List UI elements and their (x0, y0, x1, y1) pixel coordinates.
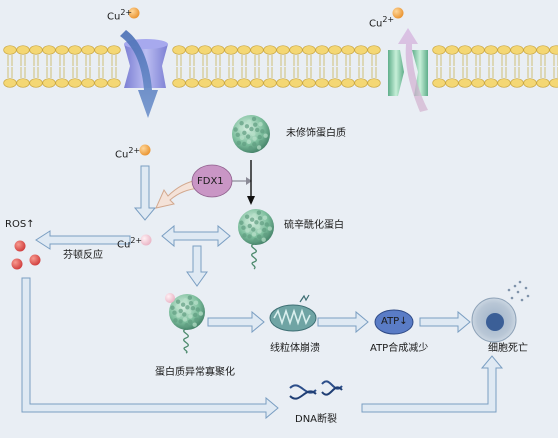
unmodified-protein-label: 未修饰蛋白质 (286, 128, 346, 139)
cu2-label-inside: Cu2+ (115, 145, 140, 161)
dying-cell-icon (471, 280, 530, 343)
cell-death-label: 细胞死亡 (488, 343, 528, 354)
copper-efflux-arrow (398, 28, 428, 112)
arrow-ros-to-dna (21, 277, 279, 420)
charge-text: 2+ (128, 146, 141, 155)
mito-label: 线粒体崩溃 (270, 343, 320, 354)
aggregation-label: 蛋白质异常寡聚化 (155, 367, 235, 378)
arrow-atp-to-death (419, 310, 471, 334)
ros-label: ROS↑ (5, 219, 35, 230)
ros-ion (11, 258, 23, 270)
arrow-fdx1-to-cu1 (155, 179, 201, 209)
copper-influx-arrow (120, 30, 158, 118)
cu2-ion-outside-right (392, 7, 404, 19)
cu-text: Cu (117, 239, 131, 251)
lipoylated-protein-icon (238, 209, 274, 270)
mitochondria-icon (269, 294, 317, 332)
lipoylated-protein-label: 硫辛酰化蛋白 (284, 220, 344, 231)
arrow-dna-to-death (361, 355, 504, 413)
cu-text: Cu (107, 11, 121, 23)
atp-badge-label: ATP↓ (381, 316, 408, 327)
arrow-cu1-to-ros (35, 230, 131, 250)
fenton-label: 芬顿反应 (63, 250, 103, 261)
fdx1-label: FDX1 (197, 176, 224, 187)
fdx1-node (191, 164, 233, 198)
cu1-label: Cu2+ (117, 235, 142, 251)
cu2-label-top-right: Cu2+ (369, 14, 394, 30)
arrow-aggregation-to-mito (207, 310, 265, 334)
ros-ion (14, 240, 26, 252)
cu-text: Cu (369, 18, 383, 30)
dna-label: DNA断裂 (295, 414, 338, 425)
cu2-label-top-left: Cu2+ (107, 7, 132, 23)
atp-label: ATP合成减少 (370, 343, 429, 354)
unmodified-protein-icon (232, 115, 270, 153)
arrow-cu1-lipoylated (161, 224, 231, 248)
ros-ion (29, 254, 41, 266)
aggregated-protein-icon (165, 293, 205, 354)
charge-text: 2+ (120, 8, 133, 17)
cu2-ion-outside-left (128, 7, 140, 19)
cu2-ion-inside (139, 144, 151, 156)
charge-text: 2+ (130, 236, 143, 245)
arrow-mito-to-atp (317, 310, 369, 334)
dna-icon (289, 380, 343, 400)
arrow-cu2-to-cu1 (133, 165, 157, 221)
arrow-to-aggregation (186, 245, 208, 287)
atp-node (374, 309, 414, 335)
cell-membrane (3, 45, 558, 88)
cu-text: Cu (115, 149, 129, 161)
cu1-ion (140, 234, 152, 246)
charge-text: 2+ (382, 15, 395, 24)
